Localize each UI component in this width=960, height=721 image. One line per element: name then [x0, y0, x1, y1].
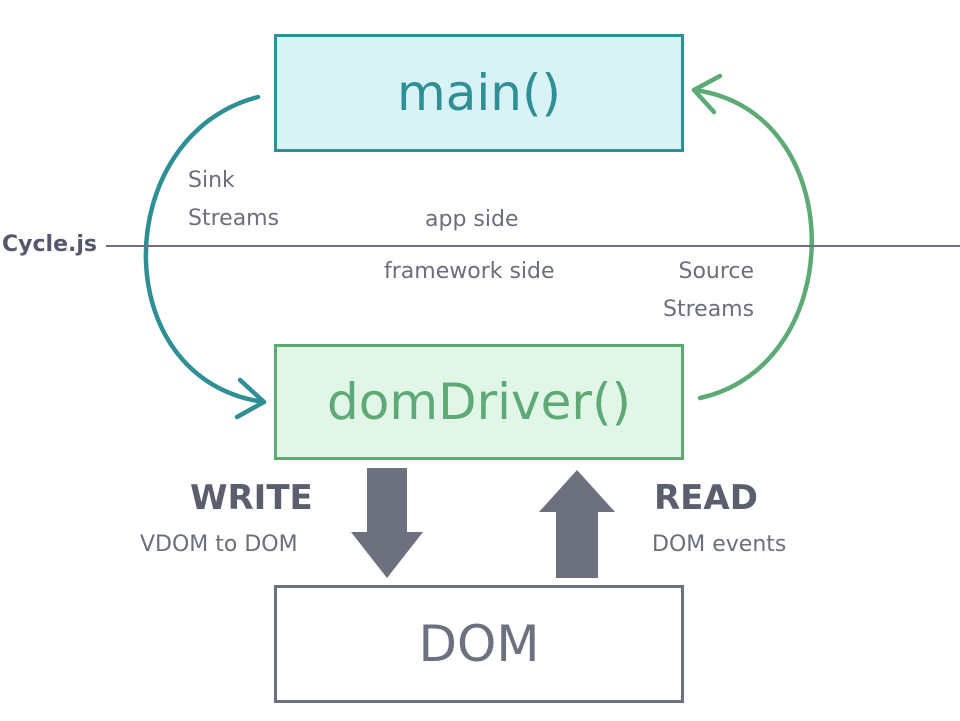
- read-heading: READ: [654, 478, 758, 518]
- app-framework-divider: [106, 245, 960, 247]
- app-side-label: app side: [425, 207, 519, 232]
- sink-label-line-2: Streams: [188, 206, 280, 231]
- write-heading: WRITE: [190, 478, 313, 518]
- sink-label-line-1: Sink: [188, 168, 235, 193]
- read-subtitle: DOM events: [652, 532, 787, 557]
- sink-arrowhead-icon: [234, 377, 267, 420]
- main-node: main(): [274, 34, 684, 152]
- read-arrow-up-icon: [539, 470, 615, 578]
- source-streams-label: Source Streams: [663, 253, 754, 329]
- framework-side-label: framework side: [384, 259, 555, 284]
- source-streams-arrow: [691, 87, 814, 401]
- write-subtitle: VDOM to DOM: [140, 532, 298, 557]
- dom-driver-node-label: domDriver(): [327, 373, 631, 431]
- cyclejs-label: Cycle.js: [2, 232, 97, 257]
- sink-streams-arrow: [143, 94, 267, 405]
- dom-driver-node: domDriver(): [274, 344, 684, 460]
- source-label-line-1: Source: [678, 259, 755, 284]
- dom-node: DOM: [274, 585, 684, 703]
- dom-node-label: DOM: [418, 615, 540, 673]
- sink-streams-label: Sink Streams: [188, 162, 279, 238]
- write-arrow-down-icon: [351, 468, 423, 578]
- source-label-line-2: Streams: [663, 297, 755, 322]
- main-node-label: main(): [397, 64, 561, 122]
- source-arrowhead-icon: [691, 73, 723, 115]
